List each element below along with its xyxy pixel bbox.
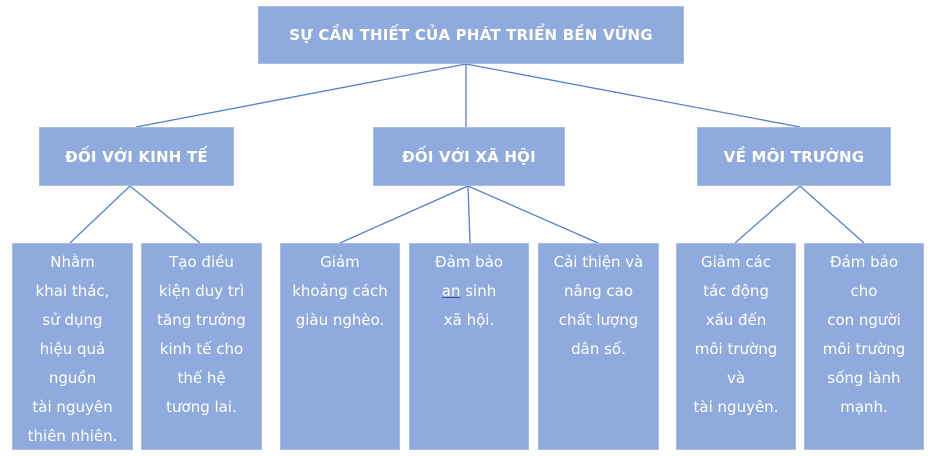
leaf-line: sử dụng (42, 311, 103, 329)
leaf-line: Giảm (320, 253, 360, 271)
branch-economy: ĐỐI VỚI KINH TẾ (39, 127, 234, 186)
connector-society-leaf2 (467, 185, 471, 244)
branch-environment: VỀ MÔI TRƯỜNG (697, 127, 891, 186)
connector-economy-leaf2 (129, 185, 201, 244)
leaf-economy-resources: Nhằm khai thác, sử dụng hiệu quả nguồn t… (12, 243, 133, 450)
connector-environment-leaf1 (734, 185, 801, 244)
leaf-line: xã hội. (443, 311, 495, 329)
leaf-line: Nhằm (50, 253, 95, 271)
leaf-environment-healthy-living: Đảm bảo cho con người môi trường sống là… (804, 243, 924, 450)
connector-root-economy (135, 63, 467, 128)
leaf-line: kinh tế cho (159, 340, 244, 358)
root-node: SỰ CẦN THIẾT CỦA PHÁT TRIỂN BỀN VỮNG (258, 6, 684, 64)
leaf-line: và (726, 369, 746, 387)
leaf-society-poverty-gap: Giảm khoảng cách giàu nghèo. (280, 243, 400, 450)
leaf-line: môi trường (694, 340, 778, 358)
leaf-line: dân số. (571, 340, 626, 358)
branch-society-title: ĐỐI VỚI XÃ HỘI (402, 147, 536, 166)
leaf-line: Đảm bảo (829, 253, 899, 271)
leaf-line: thế hệ (177, 369, 226, 387)
leaf-line: khai thác, (35, 282, 110, 300)
connector-environment-leaf2 (799, 185, 865, 244)
leaf-line: an sinh (441, 282, 497, 300)
connector-society-leaf3 (467, 185, 599, 244)
leaf-line: môi trường (822, 340, 906, 358)
underlined-word: an (441, 282, 461, 300)
leaf-line: cho (850, 282, 878, 300)
leaf-line: giàu nghèo. (295, 311, 385, 329)
leaf-line: Cải thiện và (553, 253, 644, 271)
leaf-line: hiệu quả (39, 340, 106, 358)
leaf-line: sống lành (827, 369, 901, 387)
leaf-line: nâng cao (563, 282, 634, 300)
branch-environment-title: VỀ MÔI TRƯỜNG (723, 147, 865, 166)
leaf-line: thiên nhiên. (27, 427, 118, 445)
leaf-society-population-quality: Cải thiện và nâng cao chất lượng dân số. (538, 243, 659, 450)
connector-economy-leaf1 (69, 185, 131, 244)
branch-economy-title: ĐỐI VỚI KINH TẾ (65, 147, 208, 166)
root-title: SỰ CẦN THIẾT CỦA PHÁT TRIỂN BỀN VỮNG (289, 26, 653, 44)
leaf-line: mạnh. (840, 398, 888, 416)
leaf-line: Giảm các (700, 253, 772, 271)
leaf-economy-growth: Tạo điều kiện duy trì tăng trưởng kinh t… (141, 243, 262, 450)
leaf-society-welfare: Đảm bảo an sinh xã hội. (409, 243, 529, 450)
connector-root-environment (465, 63, 801, 128)
leaf-line: tài nguyên (32, 398, 113, 416)
leaf-environment-reduce-impact: Giảm các tác động xấu đến môi trường và … (676, 243, 796, 450)
leaf-line: tương lai. (166, 398, 237, 416)
branch-society: ĐỐI VỚI XÃ HỘI (373, 127, 565, 186)
leaf-line: khoảng cách (292, 282, 388, 300)
connector-society-leaf1 (339, 185, 469, 244)
leaf-line: kiện duy trì (158, 282, 245, 300)
leaf-line: Tạo điều (169, 253, 234, 271)
leaf-line: nguồn (48, 369, 97, 387)
leaf-line: con người (827, 311, 901, 329)
leaf-line: Đảm bảo (434, 253, 504, 271)
leaf-line: tác động (703, 282, 769, 300)
leaf-line: chất lượng (558, 311, 639, 329)
leaf-line: tài nguyên. (693, 398, 779, 416)
leaf-line: tăng trưởng (157, 311, 246, 329)
leaf-line: xấu đến (705, 311, 767, 329)
